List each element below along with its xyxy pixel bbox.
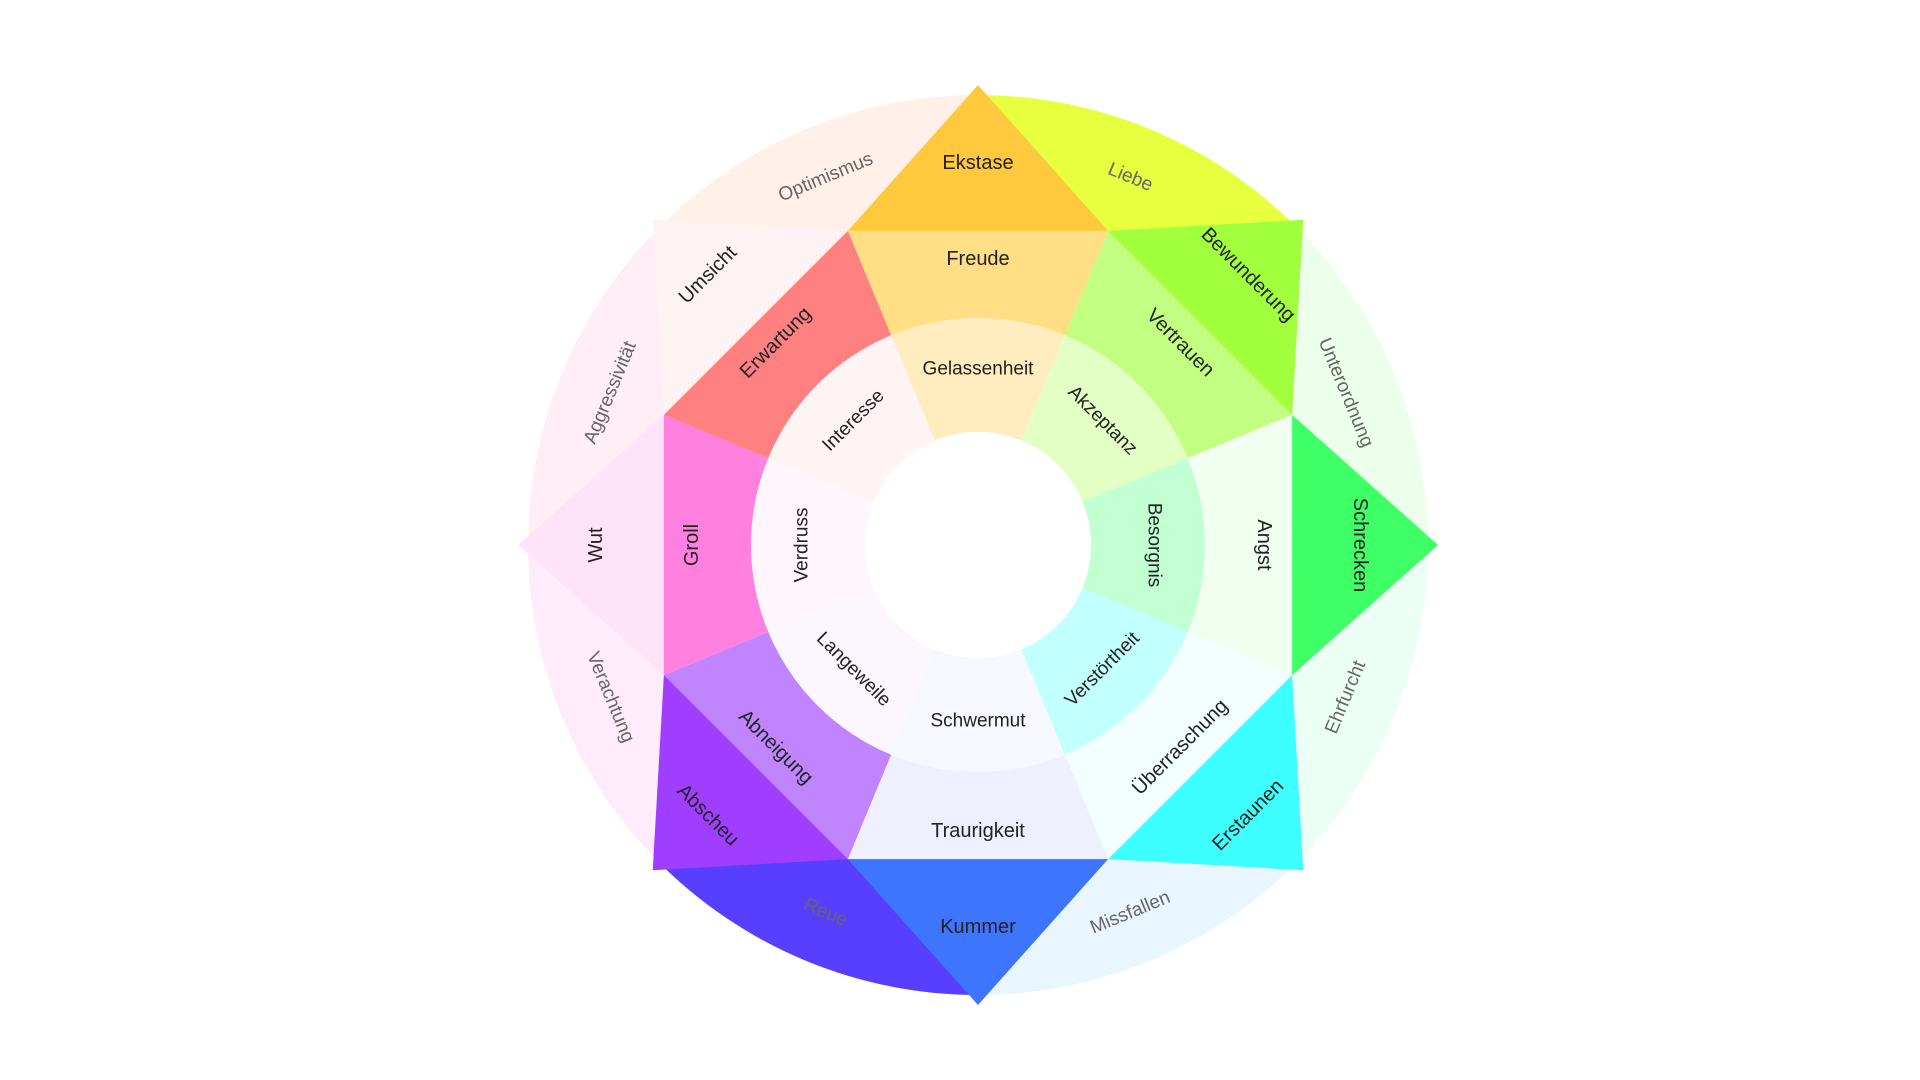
intense-petal xyxy=(847,859,1109,1005)
basic-emotion-label: Angst xyxy=(1253,519,1275,571)
basic-petal xyxy=(1187,414,1318,676)
mild-emotion-label: Verdruss xyxy=(792,508,813,583)
intense-emotion-label: Wut xyxy=(585,527,607,563)
intense-petal xyxy=(518,414,664,676)
intense-petal xyxy=(1108,219,1304,415)
basic-petal xyxy=(847,205,1109,336)
intense-petal xyxy=(652,219,848,415)
mild-petal xyxy=(891,649,1065,772)
basic-emotion-label: Freude xyxy=(946,248,1009,270)
basic-petal xyxy=(1064,230,1293,459)
intense-petal xyxy=(1292,414,1438,676)
intense-emotion-label: Schrecken xyxy=(1349,498,1371,593)
intense-emotion-label: Ekstase xyxy=(942,152,1013,174)
center-hole xyxy=(865,432,1091,658)
mild-petal xyxy=(1021,335,1188,502)
basic-petal xyxy=(1064,631,1293,860)
basic-petal xyxy=(663,631,892,860)
intense-petal xyxy=(1108,675,1304,871)
mild-petal xyxy=(751,458,874,632)
mild-emotion-label: Besorgnis xyxy=(1144,503,1165,588)
basic-petal xyxy=(663,230,892,459)
mild-petal xyxy=(768,588,935,755)
intense-petal xyxy=(652,675,848,871)
basic-emotion-label: Groll xyxy=(681,524,703,566)
petal-ring xyxy=(518,85,1438,1005)
basic-petal xyxy=(847,754,1109,885)
intense-emotion-label: Kummer xyxy=(940,916,1016,938)
basic-emotion-label: Traurigkeit xyxy=(931,820,1025,842)
mild-petal xyxy=(1082,458,1205,632)
mild-petal xyxy=(1021,588,1188,755)
mild-emotion-label: Schwermut xyxy=(930,711,1026,732)
mild-petal xyxy=(768,335,935,502)
mild-petal xyxy=(891,318,1065,441)
mild-emotion-label: Gelassenheit xyxy=(923,359,1035,380)
intense-petal xyxy=(847,85,1109,231)
basic-petal xyxy=(638,414,769,676)
